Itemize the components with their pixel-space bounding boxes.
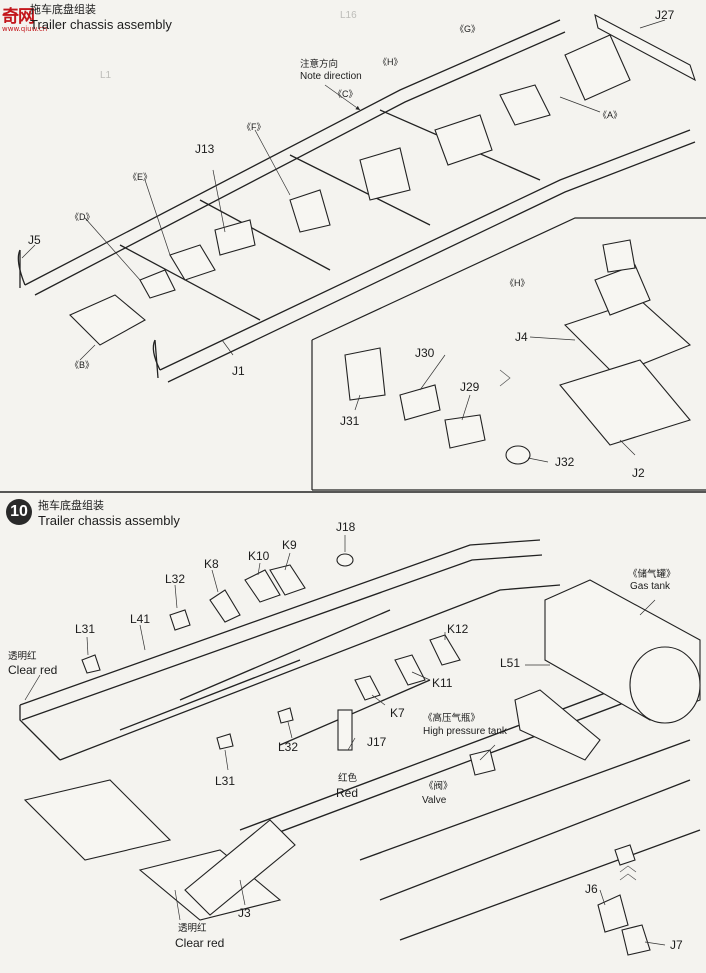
inset-parts [344,239,692,465]
part-label-j2: J2 [632,466,645,480]
part-label-l31-bottom: L31 [215,774,236,788]
step-number-badge: 10 [6,499,32,525]
gas-tank-label-cn: 《储气罐》 [628,569,676,580]
part-label-k10: K10 [248,549,270,563]
bleed-through-text: L1 [100,70,112,81]
clear-red-left-en: Clear red [8,663,58,677]
red-note-en: Red [336,786,359,800]
clear-red-bottom-cn: 透明红 [178,923,207,934]
part-label-k11: K11 [432,676,453,690]
chassis-frame-j1 [17,19,696,383]
part-label-k7: K7 [390,706,405,720]
part-label-l51: L51 [500,656,521,670]
part-label-j4: J4 [515,330,528,344]
part-label-k12: K12 [447,622,469,636]
part-label-l41: L41 [130,612,151,626]
part-label-j17: J17 [367,735,387,749]
part-label-j7: J7 [670,938,683,952]
hp-tank-label-cn: 《高压气瓶》 [423,713,481,724]
part-label-j29: J29 [460,380,480,394]
bleed-through-text: L16 [340,10,357,21]
trailer-chassis-parts [23,553,701,956]
clear-red-bottom-en: Clear red [175,936,225,950]
part-label-j13: J13 [195,142,215,156]
part-label-j27: J27 [655,8,675,22]
part-label-l31-top: L31 [75,622,96,636]
leader-lines-step9 [21,19,666,361]
step9-title-en: Trailer chassis assembly [30,17,172,32]
valve-label-en: Valve [422,795,447,806]
note-direction-cn: 注意方向 [300,59,339,70]
part-label-j1: J1 [232,364,245,378]
step10-title-en: Trailer chassis assembly [38,513,180,528]
part-label-g: 《G》 [455,24,481,34]
part-label-j18: J18 [336,520,356,534]
part-label-c: 《C》 [333,89,358,99]
watermark-logo-url: www.qiuw.cn [2,25,48,33]
red-note-cn: 红色 [338,773,358,784]
clear-red-left-cn: 透明红 [8,651,37,662]
part-label-a: 《A》 [598,110,623,120]
part-label-k9: K9 [282,538,297,552]
gas-tank-label-en: Gas tank [630,581,671,592]
hp-tank-label-en: High pressure tank [423,726,507,737]
part-label-j30: J30 [415,346,435,360]
step9-title-cn: 拖车底盘组装 [30,4,96,16]
leader-lines-inset [354,336,636,463]
part-label-h: 《H》 [378,57,403,67]
cross-member-parts [69,13,696,346]
watermark-logo: 奇网 www.qiuw.cn [2,2,62,33]
part-label-j3: J3 [238,906,251,920]
part-label-e: 《E》 [128,172,153,182]
part-label-j31: J31 [340,414,360,428]
part-label-j32: J32 [555,455,575,469]
step10-title-cn: 拖车底盘组装 [38,500,104,512]
part-label-j6: J6 [585,882,598,896]
part-label-k8: K8 [204,557,219,571]
part-label-d: 《D》 [70,212,95,222]
inset-label-h: 《H》 [505,278,530,288]
part-label-j5: J5 [28,233,41,247]
watermark-logo-text: 奇网 [2,7,35,27]
inset-panel [311,217,706,491]
leader-lines-step10 [24,535,666,946]
note-direction-en: Note direction [300,71,362,82]
part-label-f: 《F》 [242,122,266,132]
part-label-b: 《B》 [70,360,95,370]
valve-label-cn: 《阀》 [424,781,453,792]
part-label-l32-top: L32 [165,572,186,586]
part-label-l32-bottom: L32 [278,740,299,754]
trailer-chassis-frame [19,539,701,941]
